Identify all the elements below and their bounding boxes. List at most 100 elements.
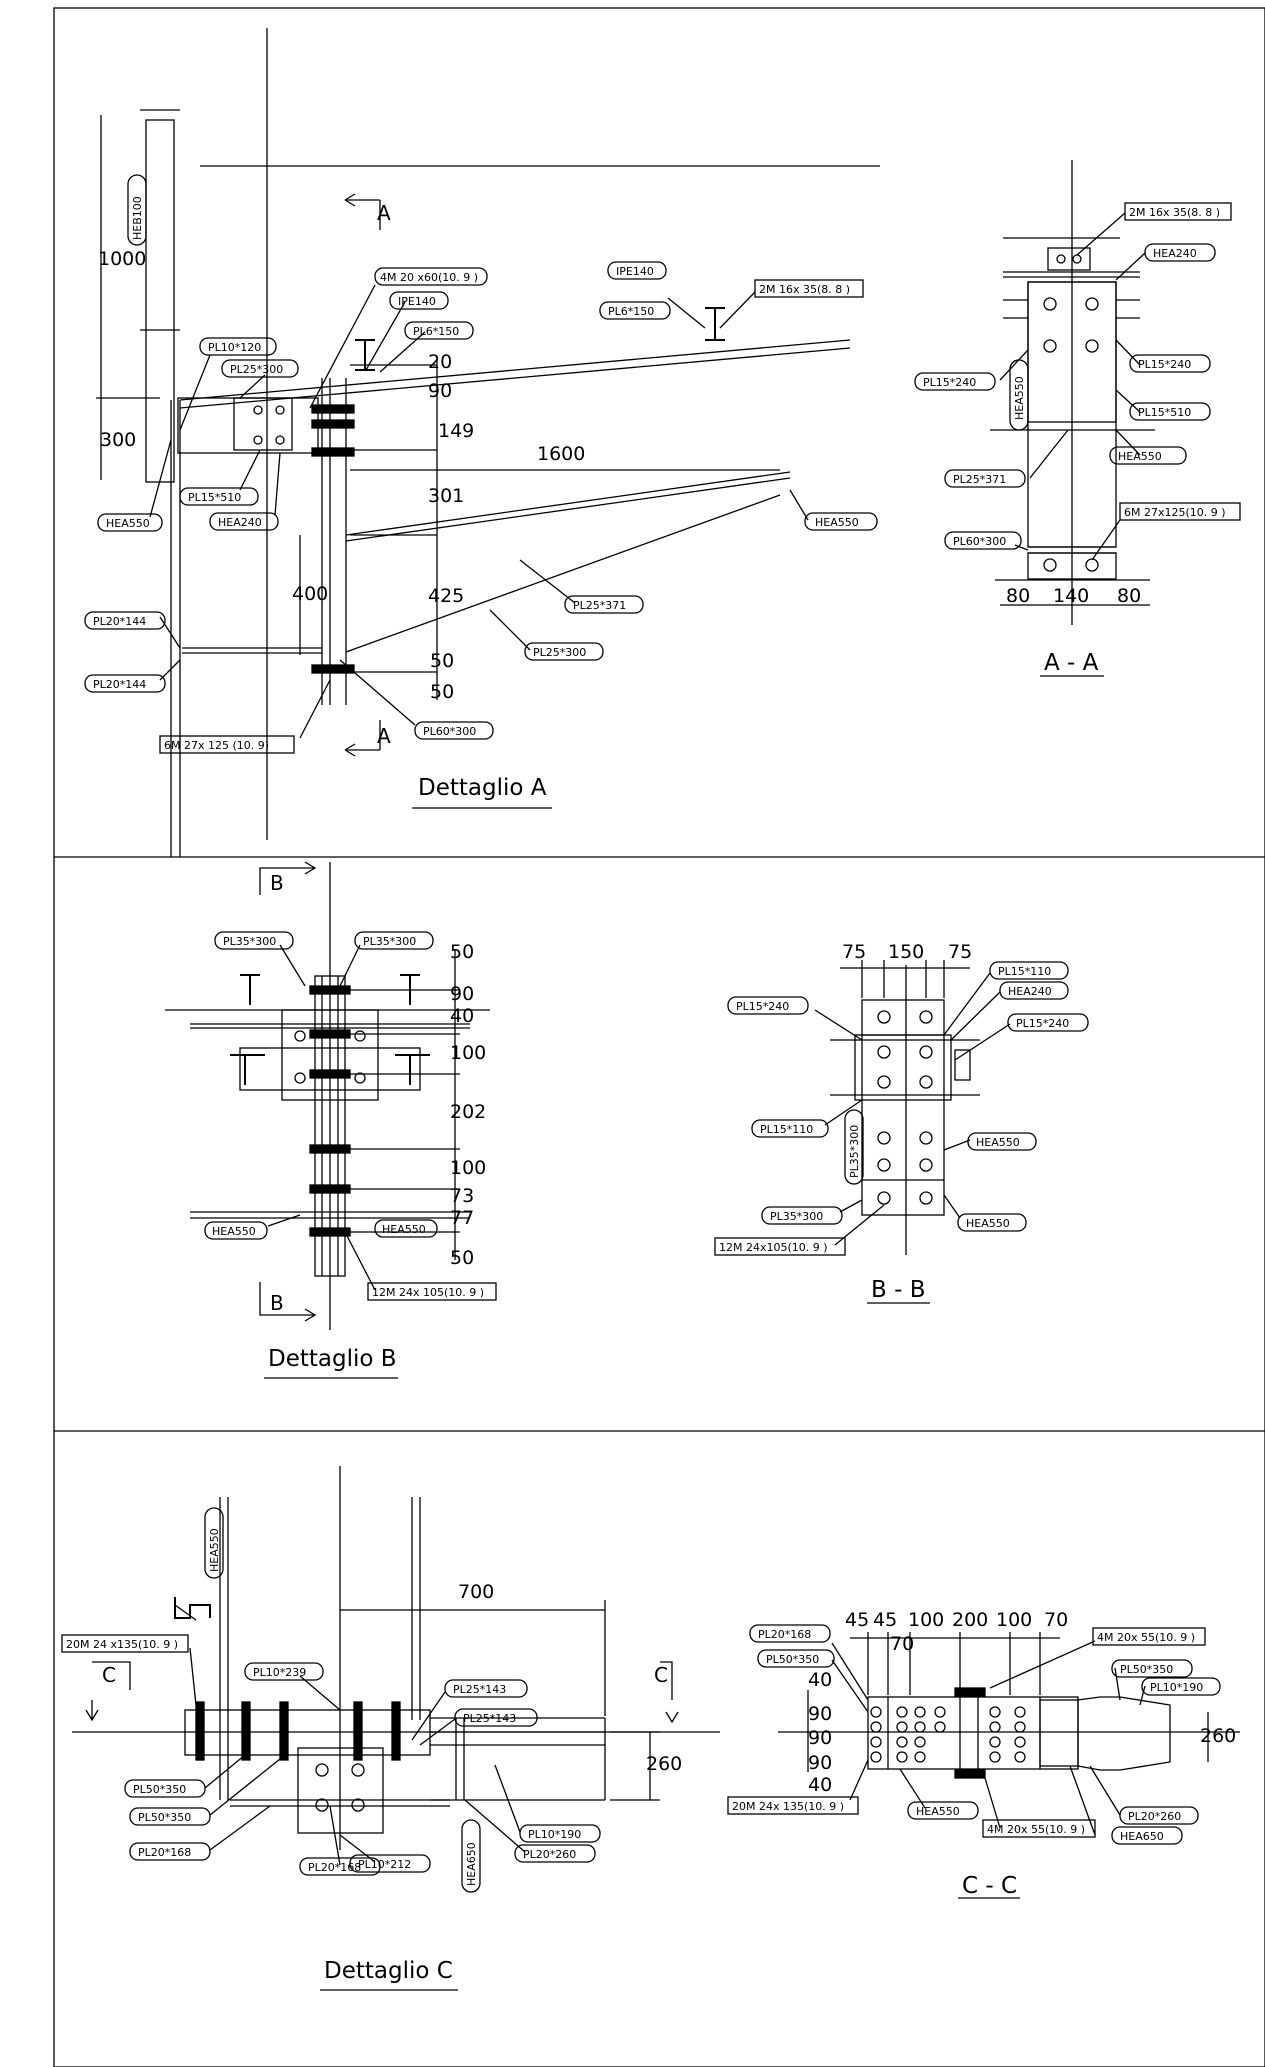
bb-hea550-label-2: HEA550 (966, 1217, 1010, 1230)
pl25-300-label: PL25*300 (230, 363, 283, 376)
heb100-label: HEB100 (131, 196, 144, 240)
cc-bolt-spec-label-2: 4M 20x 55(10. 9 ) (987, 1823, 1085, 1836)
bb-dim-75-2: 75 (948, 941, 972, 963)
dim-149: 149 (438, 420, 474, 442)
section-arrow-a-top (344, 193, 381, 230)
section-b-b: 75 150 75 PL15*110 HEA240 PL15*240 PL15*… (714, 941, 1089, 1304)
bolt-spec-label: 20M 24 x135(10. 9 ) (66, 1638, 178, 1651)
pl35-300-section (861, 999, 945, 1216)
cc-pl50-350-label-2: PL50*350 (1120, 1663, 1173, 1676)
pl35-300-plate (314, 975, 346, 1277)
detail-b: PL35*300 PL35*300 HEA550 HEA550 12M 24x … (165, 861, 497, 1379)
dim-301: 301 (428, 485, 464, 507)
pl20-168-label: PL20*168 (138, 1846, 191, 1859)
pl10-212-label: PL10*212 (358, 1858, 411, 1871)
bb-pl15-110-label-2: PL15*110 (760, 1123, 813, 1136)
dim-90: 90 (428, 380, 452, 402)
bolt-spec-label-2: 2M 16x 35(8. 8 ) (759, 283, 850, 296)
pl35-300-label-2: PL35*300 (363, 935, 416, 948)
pl25-371-label: PL25*371 (573, 599, 626, 612)
cc-hea550-label: HEA550 (916, 1805, 960, 1818)
dim-425: 425 (428, 585, 464, 607)
dim-100-2: 100 (450, 1157, 486, 1179)
cc-hea650-label: HEA650 (1120, 1830, 1164, 1843)
cc-dim-40-2: 40 (808, 1774, 832, 1796)
cc-pl50-350-label: PL50*350 (766, 1653, 819, 1666)
section-marker-b-top: B (270, 871, 284, 895)
detail-a-title: Dettaglio A (418, 775, 547, 801)
aa-pl15-240-label-right: PL15*240 (1138, 358, 1191, 371)
detail-c: HEA550 20M 24 x135(10. 9 ) PL10*239 PL25… (61, 1466, 720, 1991)
dim-400: 400 (292, 583, 328, 605)
hea550-label: HEA550 (212, 1225, 256, 1238)
cc-dim-100-2: 100 (996, 1609, 1032, 1631)
pl25-300-label-2: PL25*300 (533, 646, 586, 659)
hea550-label: HEA550 (106, 517, 150, 530)
bb-hea240-label: HEA240 (1008, 985, 1052, 998)
dim-20: 20 (428, 351, 452, 373)
cc-dim-100: 100 (908, 1609, 944, 1631)
cc-dim-45-2: 45 (873, 1609, 897, 1631)
aa-pl15-240-label-left: PL15*240 (923, 376, 976, 389)
aa-dim-80-2: 80 (1117, 585, 1141, 607)
bb-pl35-300-vertical-label: PL35*300 (848, 1125, 861, 1178)
pl50-350-label: PL50*350 (133, 1783, 186, 1796)
cc-dim-260: 260 (1200, 1725, 1236, 1747)
bb-hea550-label: HEA550 (976, 1136, 1020, 1149)
section-arrow-c-left (85, 1661, 131, 1722)
pl25-143-label-2: PL25*143 (463, 1712, 516, 1725)
pl60-300-label: PL60*300 (423, 725, 476, 738)
hea550-label-2: HEA550 (382, 1223, 426, 1236)
aa-bolt-spec-label-2: 6M 27x125(10. 9 ) (1124, 506, 1226, 519)
pl6-150-label: PL6*150 (413, 325, 459, 338)
bolt-spec-label: 4M 20 x60(10. 9 ) (380, 271, 478, 284)
cc-dim-90-2: 90 (808, 1727, 832, 1749)
aa-dim-140: 140 (1053, 585, 1089, 607)
section-a-a: 2M 16x 35(8. 8 ) HEA240 PL15*240 PL15*24… (914, 160, 1241, 677)
dim-50-2: 50 (450, 1247, 474, 1269)
aa-bolt-spec-label: 2M 16x 35(8. 8 ) (1129, 206, 1220, 219)
bb-dim-75: 75 (842, 941, 866, 963)
pl10-239-label: PL10*239 (253, 1666, 306, 1679)
dim-73: 73 (450, 1185, 474, 1207)
section-marker-c-right: C (654, 1663, 668, 1687)
detail-a: HEB100 4M 20 x60(10. 9 ) IPE140 PL6*150 … (84, 28, 880, 857)
pl50-350-label-2: PL50*350 (138, 1811, 191, 1824)
pl20-168-label-2: PL20*168 (308, 1861, 361, 1874)
pl20-260-label: PL20*260 (523, 1848, 576, 1861)
pl10-120-label: PL10*120 (208, 341, 261, 354)
dim-50: 50 (450, 941, 474, 963)
pl20-144-label-2: PL20*144 (93, 678, 146, 691)
section-marker-a-top: A (377, 201, 391, 225)
cc-bolt-spec-label: 4M 20x 55(10. 9 ) (1097, 1631, 1195, 1644)
dim-260: 260 (646, 1753, 682, 1775)
aa-pl25-371-label: PL25*371 (953, 473, 1006, 486)
bb-pl15-240-label-left: PL15*240 (736, 1000, 789, 1013)
section-arrow-c-right (660, 1661, 679, 1724)
pl10-190-label: PL10*190 (528, 1828, 581, 1841)
dim-77: 77 (450, 1207, 474, 1229)
aa-hea240-label: HEA240 (1153, 247, 1197, 260)
cc-dim-90: 90 (808, 1703, 832, 1725)
aa-hea550-vertical-label: HEA550 (1013, 376, 1026, 420)
cc-pl10-190-label: PL10*190 (1150, 1681, 1203, 1694)
pl15-510-label: PL15*510 (188, 491, 241, 504)
ipe140-label-2: IPE140 (616, 265, 654, 278)
dim-50: 50 (430, 650, 454, 672)
pl20-144-label: PL20*144 (93, 615, 146, 628)
section-arrow-b-bottom (259, 1282, 317, 1322)
hea550-label-2: HEA550 (815, 516, 859, 529)
section-a-a-title: A - A (1044, 650, 1099, 676)
cc-dim-70-2: 70 (890, 1633, 914, 1655)
dim-40: 40 (450, 1005, 474, 1027)
pl6-150-label-2: PL6*150 (608, 305, 654, 318)
section-c-c-title: C - C (962, 1873, 1017, 1899)
hea240-label: HEA240 (218, 516, 262, 529)
bb-pl35-300-label: PL35*300 (770, 1210, 823, 1223)
detail-c-title: Dettaglio C (324, 1958, 453, 1984)
dim-90: 90 (450, 983, 474, 1005)
bb-pl15-240-label-right: PL15*240 (1016, 1017, 1069, 1030)
section-marker-c-left: C (102, 1663, 116, 1687)
bb-dim-150: 150 (888, 941, 924, 963)
